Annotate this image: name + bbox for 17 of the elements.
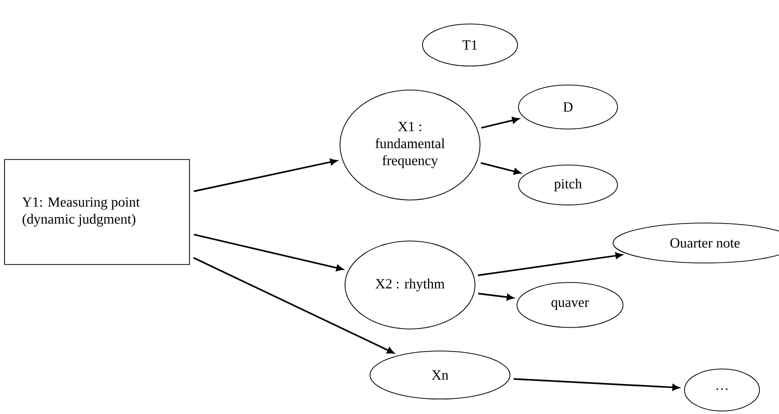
arrow [478,292,514,300]
text-box: Y1: Measuring point (dynamic judgment) [4,159,190,265]
ellipse-node: X1 : fundamental frequency [340,90,480,200]
arrow [194,234,344,272]
arrow [194,158,338,192]
ellipse-node: … [684,368,760,412]
ellipse-node: X2 : rhythm [344,240,476,330]
ellipse-node: Xn [370,350,510,400]
arrow [193,257,394,354]
arrow [480,162,521,175]
arrow [478,252,622,276]
ellipse-node: quaver [516,282,624,328]
ellipse-node: D [518,84,618,130]
ellipse-node: T1 [422,24,518,66]
ellipse-node: pitch [518,164,618,206]
arrow [514,378,680,391]
arrow [481,116,520,129]
